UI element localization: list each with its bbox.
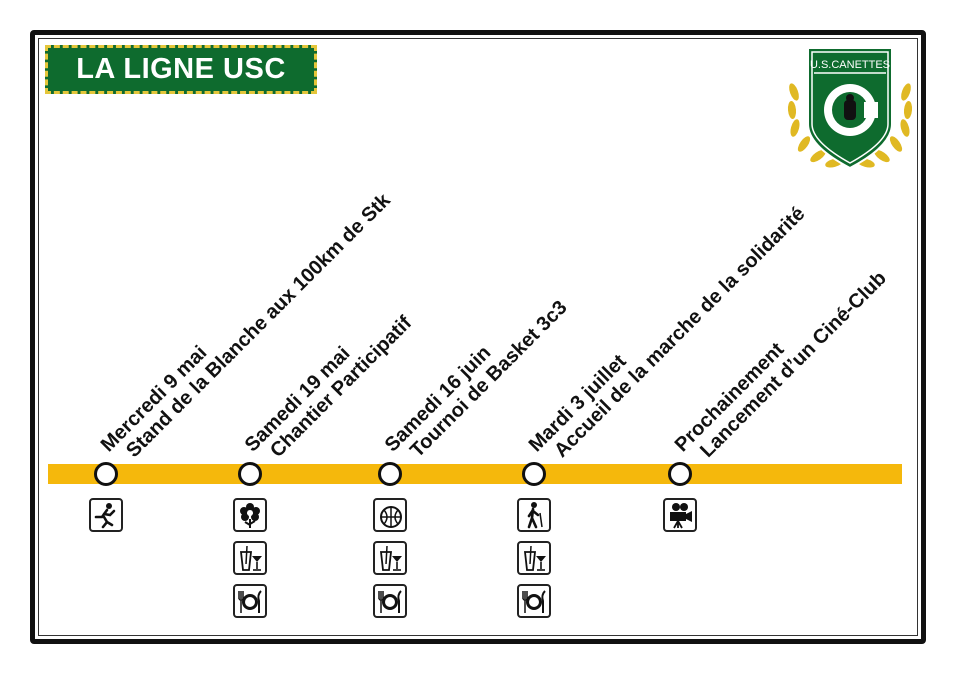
meal-icon	[517, 584, 551, 618]
drinks-icon	[517, 541, 551, 575]
station-marker	[238, 462, 262, 486]
station-marker	[378, 462, 402, 486]
page-title: LA LIGNE USC	[76, 53, 286, 85]
flower-icon	[233, 498, 267, 532]
crest-name: U.S.CANETTES	[810, 59, 890, 71]
meal-icon	[233, 584, 267, 618]
basketball-icon	[373, 498, 407, 532]
hiker-icon	[517, 498, 551, 532]
station-marker	[668, 462, 692, 486]
meal-icon	[373, 584, 407, 618]
title-banner: LA LIGNE USC	[45, 45, 317, 94]
movie-camera-icon	[663, 498, 697, 532]
us-canettes-crest-icon: U.S.CANETTES	[787, 47, 913, 170]
poster-inner-frame	[38, 38, 918, 636]
runner-icon	[89, 498, 123, 532]
metro-line	[48, 464, 902, 484]
drinks-icon	[373, 541, 407, 575]
poster-frame	[30, 30, 926, 644]
drinks-icon	[233, 541, 267, 575]
station-marker	[94, 462, 118, 486]
station-marker	[522, 462, 546, 486]
